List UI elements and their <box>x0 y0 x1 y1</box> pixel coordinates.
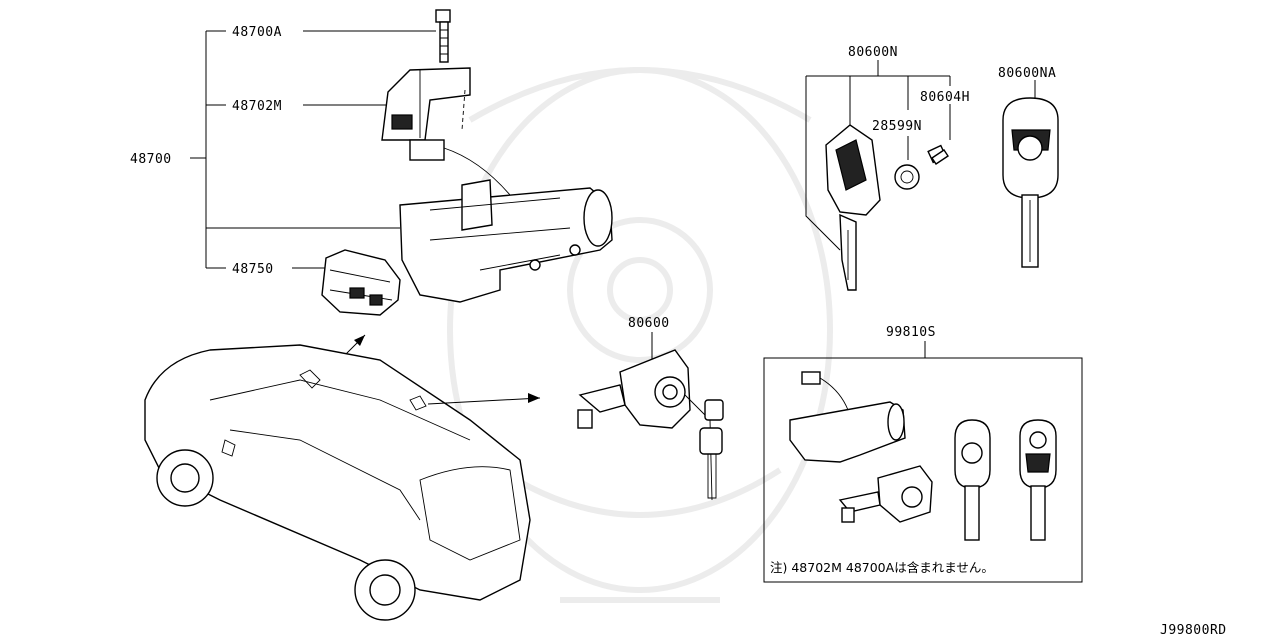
label-48700A: 48700A <box>232 25 282 40</box>
ignition-switch-48750 <box>321 249 401 316</box>
key-fob-80600N <box>825 124 881 291</box>
kit-key-remote <box>1019 419 1057 541</box>
screw-80604H <box>927 144 949 165</box>
diagram-code: J99800RD <box>1160 623 1227 638</box>
label-80600: 80600 <box>628 316 670 331</box>
door-lock-80600 <box>577 349 724 501</box>
label-48750: 48750 <box>232 262 274 277</box>
connector-cable <box>409 89 511 196</box>
leader-lines-48700 <box>190 30 436 269</box>
label-80600NA: 80600NA <box>998 66 1056 81</box>
label-80600N: 80600N <box>848 45 898 60</box>
key-80600NA <box>1002 97 1059 268</box>
leader-80600N <box>805 60 951 251</box>
label-48702M: 48702M <box>232 99 282 114</box>
kit-key-plain <box>954 419 991 541</box>
car-illustration <box>144 344 531 621</box>
watermark-emblem <box>447 67 833 603</box>
label-48700: 48700 <box>130 152 172 167</box>
kit-door-lock <box>838 465 933 523</box>
steering-lock-48700 <box>399 179 613 303</box>
arrow-car-to-doorlock <box>427 393 541 405</box>
kit-box-99810S <box>763 357 1083 583</box>
label-99810S: 99810S <box>886 325 936 340</box>
battery-28599N <box>894 164 920 190</box>
label-80604H: 80604H <box>920 90 970 105</box>
kit-lock-body <box>789 371 906 463</box>
bolt-48700A <box>435 9 451 63</box>
cover-48702M <box>381 67 471 141</box>
kit-note: 注) 48702M 48700Aは含まれません。 <box>770 560 994 575</box>
label-28599N: 28599N <box>872 119 922 134</box>
